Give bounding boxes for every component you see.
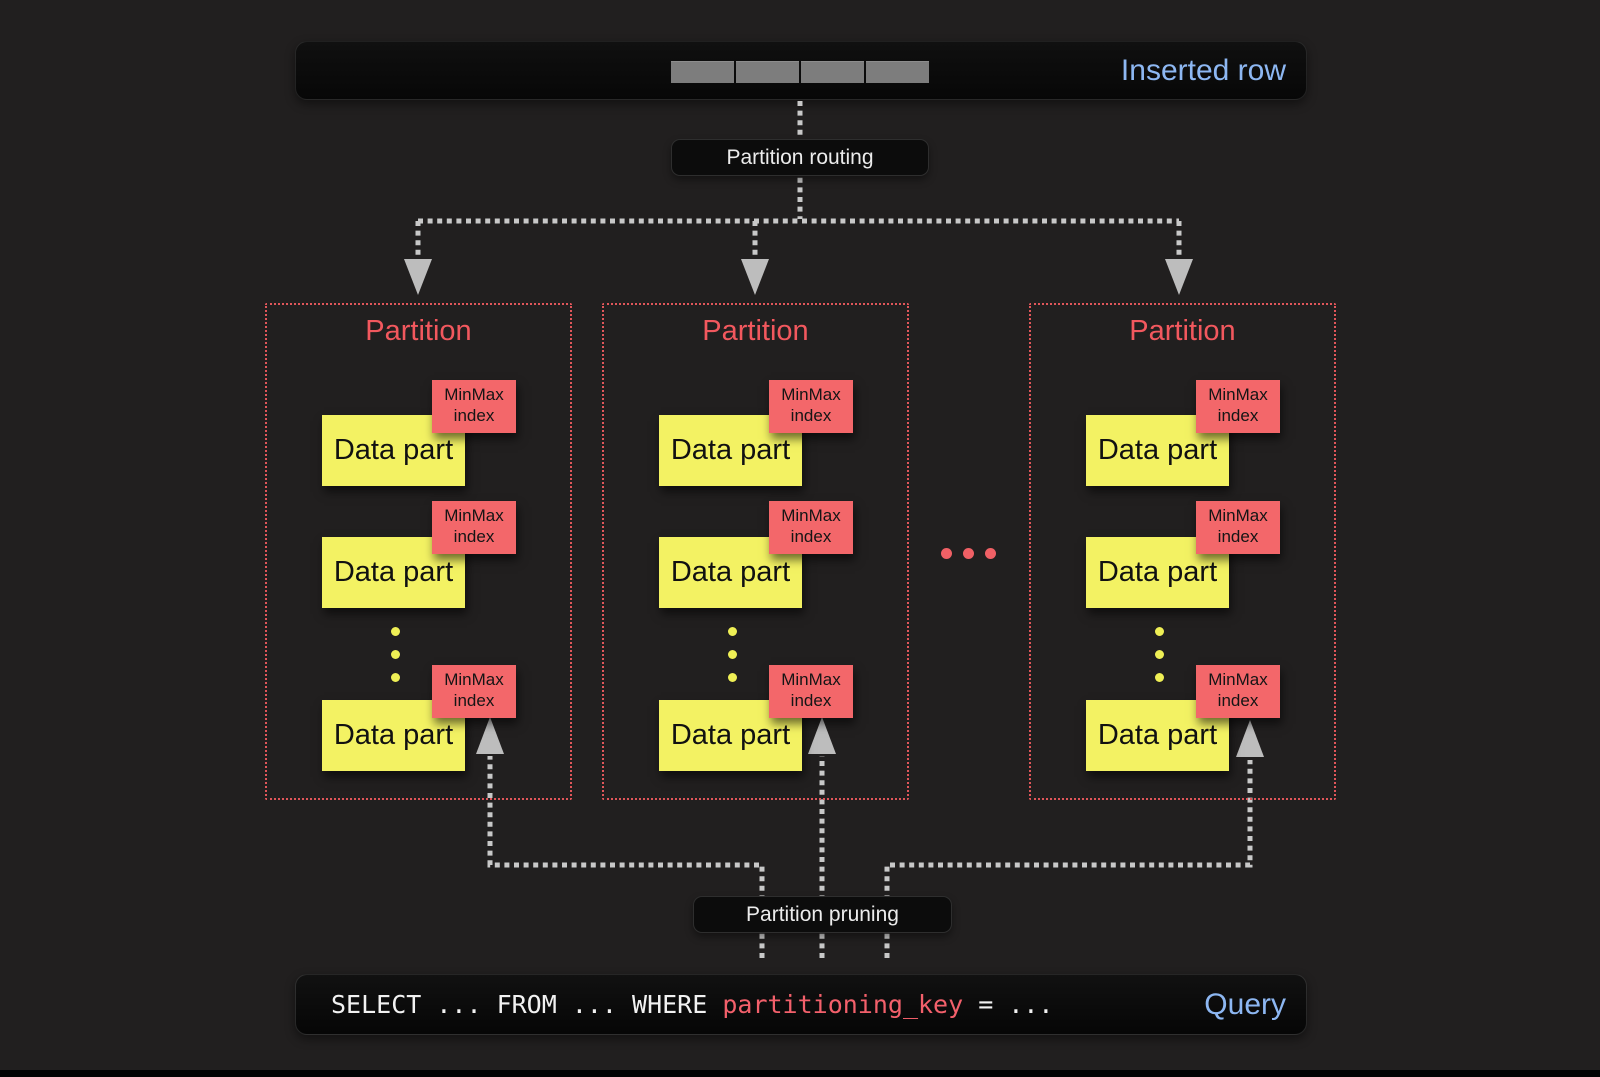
data-part-box: Data part [1086,415,1229,486]
minmax-index-tag: MinMax index [769,665,853,718]
inserted-row-bar: Inserted row [295,41,1307,100]
more-parts-dots [391,627,400,696]
row-segment [801,61,864,83]
minmax-index-tag: MinMax index [769,501,853,554]
partition-box-2: Partition MinMax index Data part MinMax … [602,303,909,800]
minmax-index-tag: MinMax index [432,501,516,554]
inserted-row-label: Inserted row [1120,54,1286,87]
routing-arrowhead-icons [404,259,1193,295]
sql-query-suffix: = ... [963,990,1054,1019]
routing-connectors [415,101,1182,257]
row-segments [671,61,929,83]
partition-box-3: Partition MinMax index Data part MinMax … [1029,303,1336,800]
sql-query-prefix: SELECT ... FROM ... WHERE [331,990,723,1019]
sql-partitioning-key: partitioning_key [722,990,964,1019]
query-bar: SELECT ... FROM ... WHERE partitioning_k… [295,974,1307,1035]
partition-title: Partition [1129,315,1236,347]
partition-title: Partition [702,315,809,347]
partition-title: Partition [365,315,472,347]
minmax-index-tag: MinMax index [769,380,853,433]
partition-pruning-label: Partition pruning [693,896,952,933]
row-segment [736,61,799,83]
partition-routing-label: Partition routing [671,139,929,176]
minmax-index-tag: MinMax index [432,665,516,718]
row-segment [866,61,929,83]
minmax-index-tag: MinMax index [432,380,516,433]
more-partitions-ellipsis [941,548,996,559]
more-parts-dots [1155,627,1164,696]
sql-query-text: SELECT ... FROM ... WHERE partitioning_k… [331,990,1053,1019]
minmax-index-tag: MinMax index [1196,501,1280,554]
row-segment [671,61,734,83]
minmax-index-tag: MinMax index [1196,380,1280,433]
more-parts-dots [728,627,737,696]
query-tag-label: Query [1204,987,1286,1021]
partition-box-1: Partition MinMax index Data part MinMax … [265,303,572,800]
pruning-arrowhead-icons [476,717,1264,757]
bottom-edge-strip [0,1070,1600,1077]
minmax-index-tag: MinMax index [1196,665,1280,718]
